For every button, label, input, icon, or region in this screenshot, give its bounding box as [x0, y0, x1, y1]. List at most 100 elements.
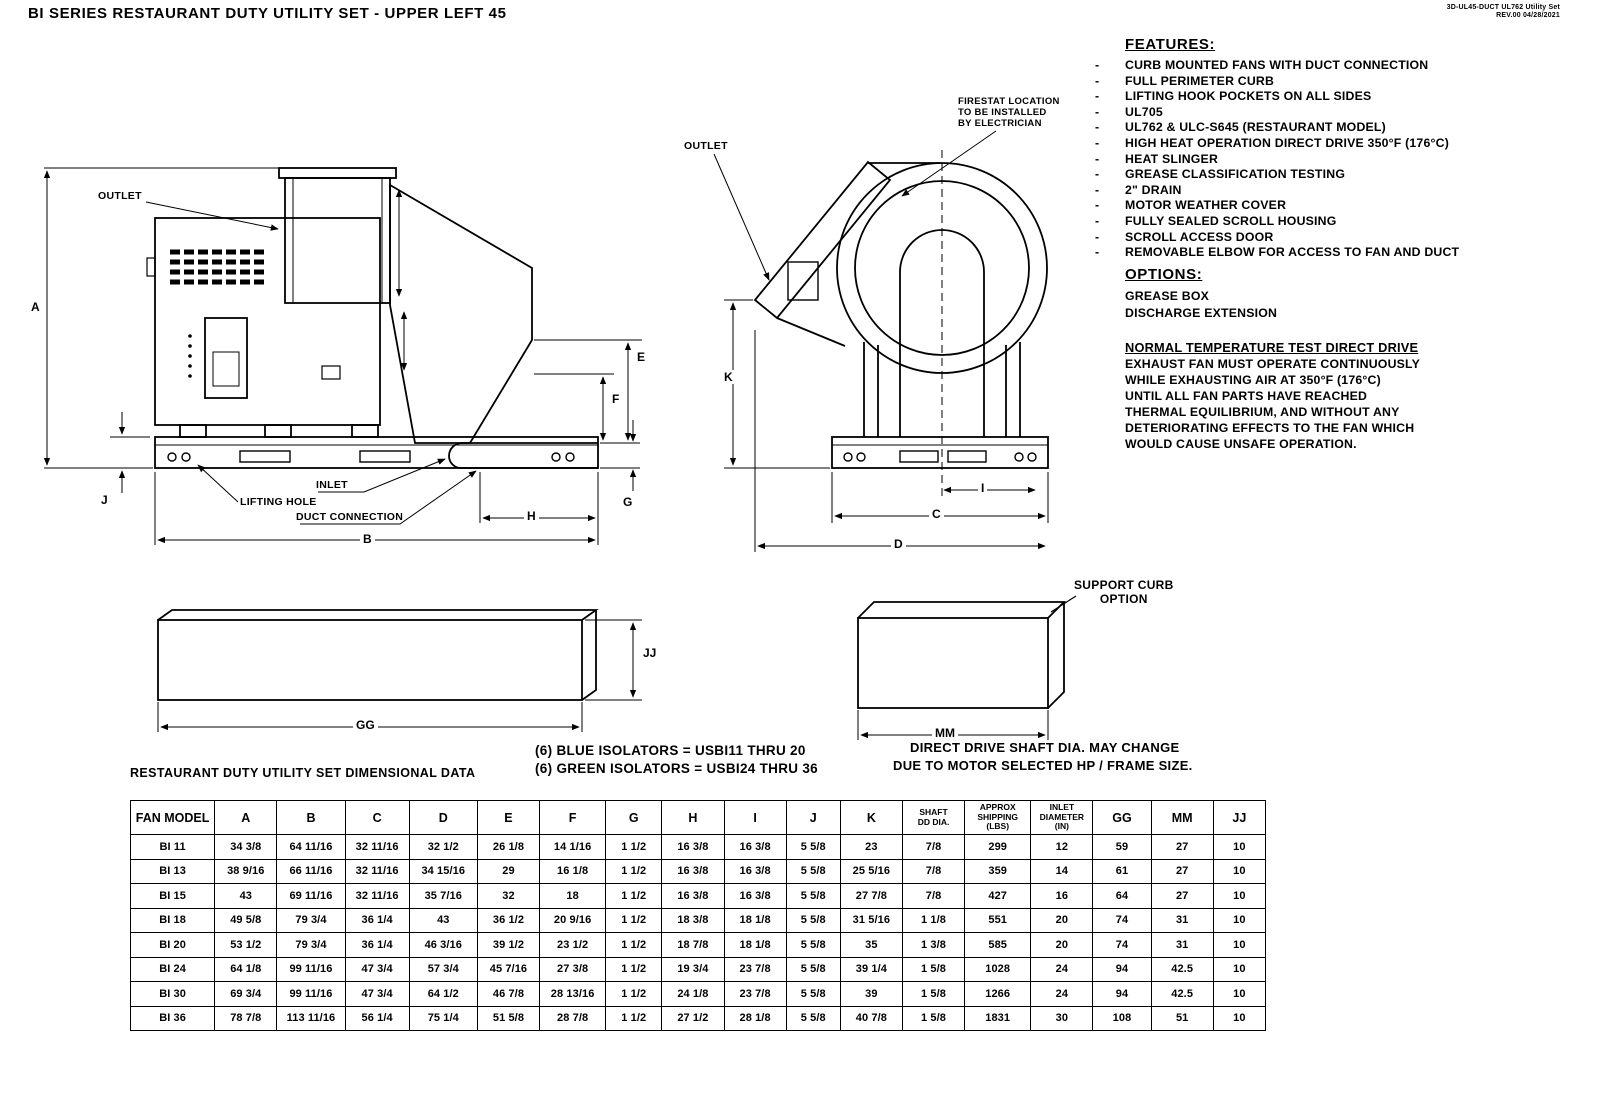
dimension-cell: 14	[1030, 858, 1094, 884]
dimension-cell: 5 5/8	[785, 907, 841, 933]
dimension-cell: 23 7/8	[723, 956, 787, 982]
column-header: GG	[1092, 800, 1152, 835]
feature-item: GREASE CLASSIFICATION TESTING	[1092, 167, 1552, 183]
dimension-cell: 20 9/16	[539, 907, 607, 933]
fan-model-cell: BI 36	[129, 1005, 216, 1031]
front-view-drawing	[146, 167, 599, 469]
dimension-cell: 359	[964, 858, 1032, 884]
dim-label-gg: GG	[353, 718, 378, 732]
outlet-duct	[284, 177, 391, 304]
feature-item: MOTOR WEATHER COVER	[1092, 198, 1552, 214]
dimension-cell: 18 1/8	[723, 932, 787, 958]
dim-label-e: E	[634, 350, 649, 364]
dimension-cell: 59	[1092, 834, 1152, 860]
dimension-cell: 1 1/2	[605, 932, 663, 958]
dimension-cell: 39 1/2	[476, 932, 541, 958]
support-curb-leader	[1050, 595, 1077, 613]
dimension-cell: 27 3/8	[539, 956, 607, 982]
dimension-cell: 585	[964, 932, 1032, 958]
technical-line-art	[43, 130, 1077, 740]
dimension-cell: 61	[1092, 858, 1152, 884]
dimension-cell: 64 1/2	[408, 981, 478, 1007]
dimension-cell: 31 5/16	[839, 907, 903, 933]
dimension-cell: 36 1/4	[344, 907, 410, 933]
dimension-cell: 10	[1212, 1005, 1267, 1031]
dimension-cell: 32 11/16	[344, 858, 410, 884]
feature-item: 2" DRAIN	[1092, 183, 1552, 199]
support-curb-drawing	[857, 595, 1077, 709]
feature-item: HEAT SLINGER	[1092, 152, 1552, 168]
dimension-cell: 1 5/8	[901, 956, 966, 982]
fan-model-cell: BI 18	[129, 907, 216, 933]
firestat-leader	[901, 130, 997, 197]
louver-vents	[170, 249, 264, 285]
dimension-cell: 23 7/8	[723, 981, 787, 1007]
dimension-cell: 53 1/2	[214, 932, 278, 958]
dimension-cell: 1028	[964, 956, 1032, 982]
dimension-cell: 42.5	[1150, 981, 1214, 1007]
dimension-cell: 29	[476, 858, 541, 884]
dimension-cell: 40 7/8	[839, 1005, 903, 1031]
dimension-cell: 10	[1212, 834, 1267, 860]
dimension-cell: 1 1/2	[605, 956, 663, 982]
dim-label-b: B	[360, 532, 375, 546]
column-header: E	[476, 800, 541, 835]
dimension-cell: 24	[1030, 981, 1094, 1007]
dimension-cell: 5 5/8	[785, 858, 841, 884]
dimension-cell: 46 3/16	[408, 932, 478, 958]
dimension-cell: 42.5	[1150, 956, 1214, 982]
column-header: APPROX SHIPPING (LBS)	[964, 800, 1032, 835]
elbow-duct	[389, 183, 533, 444]
dimension-cell: 27 7/8	[839, 883, 903, 909]
dimension-cell: 31	[1150, 932, 1214, 958]
fan-model-cell: BI 15	[129, 883, 216, 909]
dimension-cell: 75 1/4	[408, 1005, 478, 1031]
dimension-cell: 10	[1212, 883, 1267, 909]
outlet-duct-cap	[278, 167, 397, 179]
feature-item: SCROLL ACCESS DOOR	[1092, 230, 1552, 246]
dimension-cell: 16	[1030, 883, 1094, 909]
dimension-cell: 99 11/16	[276, 981, 346, 1007]
dimension-cell: 47 3/4	[344, 981, 410, 1007]
side-view-dimensions	[713, 130, 1049, 552]
normal-temp-test-heading: NORMAL TEMPERATURE TEST DIRECT DRIVE	[1125, 340, 1419, 355]
dimension-cell: 32 1/2	[408, 834, 478, 860]
dimension-cell: 28 1/8	[723, 1005, 787, 1031]
dimension-cell: 16 3/8	[723, 883, 787, 909]
doc-reference: 3D-UL45-DUCT UL762 Utility Set REV.00 04…	[1380, 4, 1560, 20]
column-header: K	[839, 800, 903, 835]
dimension-cell: 51	[1150, 1005, 1214, 1031]
dimension-cell: 1 3/8	[901, 932, 966, 958]
feature-item: LIFTING HOOK POCKETS ON ALL SIDES	[1092, 89, 1552, 105]
doc-ref-line2: REV.00 04/28/2021	[1496, 12, 1560, 19]
column-header: C	[344, 800, 410, 835]
curb-drawing	[157, 609, 599, 701]
column-header: H	[661, 800, 725, 835]
dimension-cell: 1831	[964, 1005, 1032, 1031]
control-panel	[204, 317, 248, 399]
base-rail	[154, 436, 599, 469]
options-heading: OPTIONS:	[1125, 266, 1203, 283]
column-header: J	[785, 800, 841, 835]
dimension-cell: 7/8	[901, 858, 966, 884]
curb-dimensions	[157, 619, 642, 732]
dimension-cell: 10	[1212, 932, 1267, 958]
dimension-cell: 10	[1212, 858, 1267, 884]
option-item: DISCHARGE EXTENSION	[1125, 305, 1278, 320]
duct-connection-leader	[300, 470, 477, 525]
dimension-cell: 20	[1030, 907, 1094, 933]
front-view-dimensions	[43, 167, 642, 545]
dimension-cell: 35 7/16	[408, 883, 478, 909]
lifting-hole-leader	[197, 464, 239, 503]
dimension-cell: 51 5/8	[476, 1005, 541, 1031]
dimension-cell: 28 7/8	[539, 1005, 607, 1031]
column-header: FAN MODEL	[129, 800, 216, 835]
feature-item: UL762 & ULC-S645 (RESTAURANT MODEL)	[1092, 120, 1552, 136]
access-door	[787, 261, 819, 301]
dimension-cell: 5 5/8	[785, 956, 841, 982]
dimension-cell: 551	[964, 907, 1032, 933]
dimension-cell: 74	[1092, 907, 1152, 933]
